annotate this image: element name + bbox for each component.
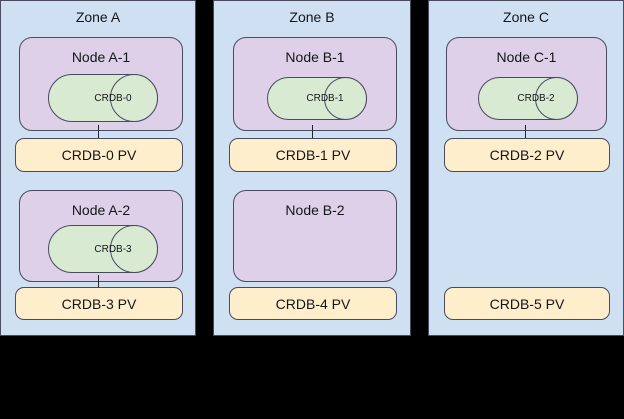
pod-crdb-2: CRDB-2	[478, 77, 578, 120]
pv-crdb-5: CRDB-5 PV	[444, 287, 610, 320]
connector-a-2	[98, 275, 99, 288]
connector-b-1	[312, 125, 313, 139]
node-c-1: Node C-1 CRDB-2	[446, 37, 607, 131]
connector-a-1	[98, 125, 99, 139]
node-a-2-title: Node A-2	[71, 202, 131, 218]
node-c-1-title: Node C-1	[496, 49, 557, 65]
node-a-2: Node A-2 CRDB-3	[19, 190, 183, 282]
pv-crdb-4: CRDB-4 PV	[229, 287, 397, 320]
zone-c: Zone C Node C-1 CRDB-2 CRDB-2 PV CRDB-5 …	[428, 0, 624, 336]
node-b-1: Node B-1 CRDB-1	[233, 37, 397, 131]
pv-crdb-0: CRDB-0 PV	[15, 138, 183, 172]
pv-crdb-1: CRDB-1 PV	[229, 138, 397, 172]
node-a-1-title: Node A-1	[71, 49, 131, 65]
connector-c-1	[525, 125, 526, 139]
pv-crdb-2: CRDB-2 PV	[444, 138, 610, 172]
zone-c-title: Zone C	[503, 9, 549, 25]
zone-b-title: Zone B	[289, 9, 335, 25]
zone-b: Zone B Node B-1 CRDB-1 CRDB-1 PV Node B-…	[213, 0, 411, 336]
pod-crdb-0: CRDB-0	[48, 74, 158, 122]
node-b-2: Node B-2	[233, 190, 397, 282]
pod-crdb-1: CRDB-1	[267, 77, 367, 120]
zone-a: Zone A Node A-1 CRDB-0 CRDB-0 PV Node A-…	[0, 0, 196, 336]
node-b-2-title: Node B-2	[285, 202, 345, 218]
node-a-1: Node A-1 CRDB-0	[19, 37, 183, 131]
zone-a-title: Zone A	[75, 9, 121, 25]
pv-crdb-3: CRDB-3 PV	[15, 287, 183, 320]
pod-crdb-3: CRDB-3	[48, 225, 158, 273]
node-b-1-title: Node B-1	[285, 49, 345, 65]
